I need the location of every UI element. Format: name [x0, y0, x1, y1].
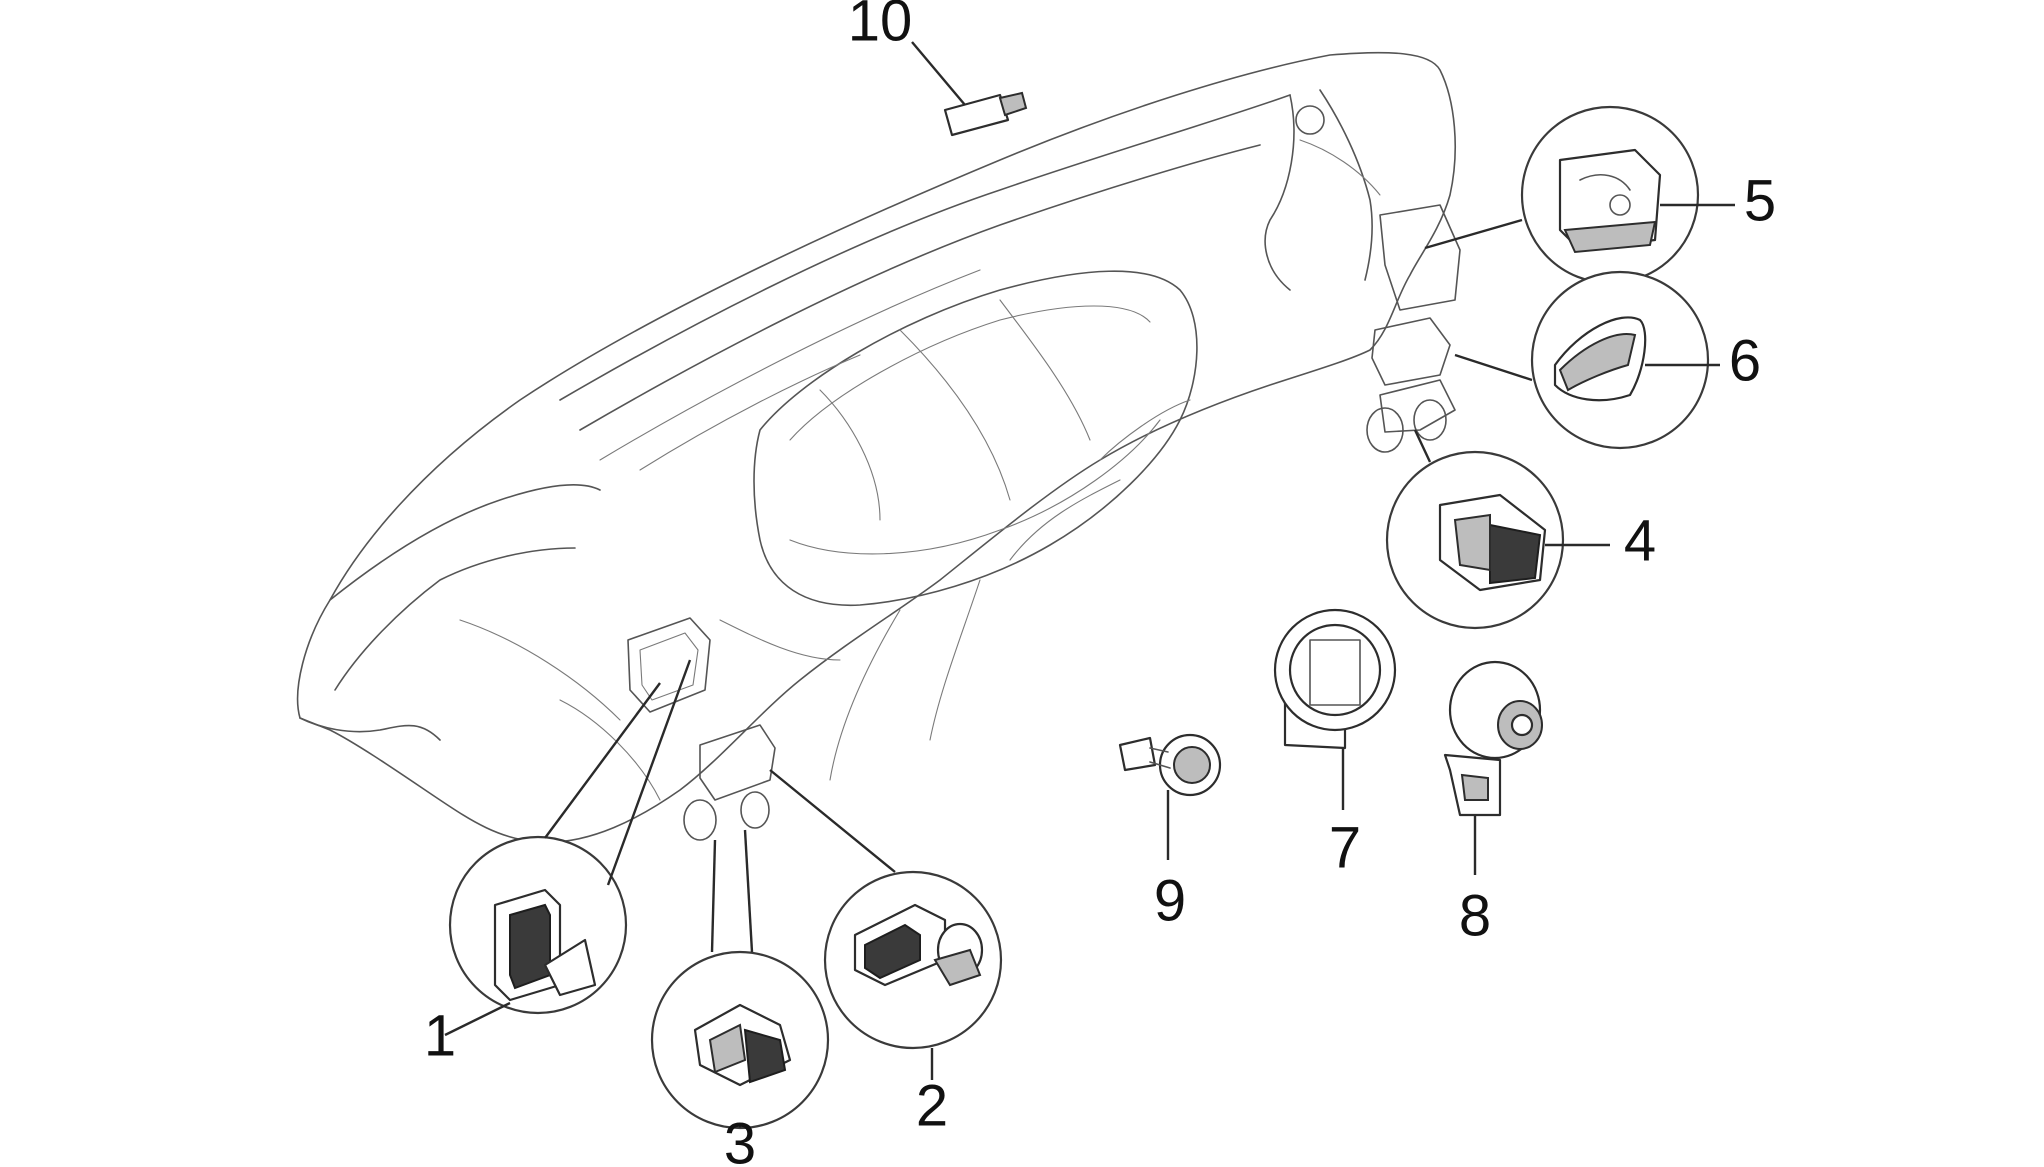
label-part-9: 9: [1154, 868, 1186, 933]
part-1-switch: [444, 659, 692, 1037]
part-3-switch: [650, 829, 830, 1130]
label-part-5: 5: [1744, 168, 1776, 233]
label-part-1: 1: [424, 1003, 456, 1068]
label-part-4: 4: [1624, 508, 1656, 573]
label-part-10: 10: [848, 0, 913, 53]
part-9-bulb: [1118, 733, 1222, 860]
label-part-7: 7: [1329, 815, 1361, 880]
label-part-3: 3: [724, 1111, 756, 1167]
label-part-2: 2: [916, 1073, 948, 1138]
handlebar-cover-panel: [296, 51, 1461, 843]
part-5-switch: [1424, 105, 1735, 285]
label-part-6: 6: [1729, 328, 1761, 393]
part-10-bulb: [911, 41, 1028, 137]
part-8-lock: [1443, 660, 1543, 875]
part-6-switch: [1454, 270, 1720, 450]
part-7-ring: [1273, 608, 1397, 810]
part-2-switch: [769, 769, 1003, 1080]
part-4-switch: [1385, 429, 1610, 630]
label-part-8: 8: [1459, 883, 1491, 948]
